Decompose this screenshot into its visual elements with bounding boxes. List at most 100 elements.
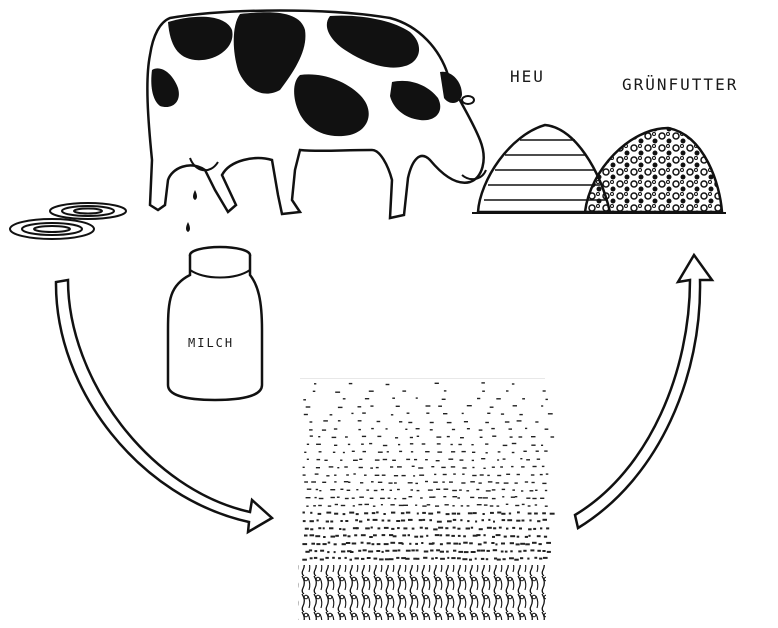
soil-dot bbox=[328, 542, 331, 544]
soil-dot bbox=[313, 391, 316, 392]
soil-dot bbox=[414, 459, 417, 460]
soil-dot bbox=[501, 551, 504, 553]
soil-dot bbox=[364, 512, 368, 514]
soil-dot bbox=[435, 534, 439, 536]
soil-dot bbox=[446, 534, 450, 536]
soil-dot bbox=[359, 459, 362, 460]
soil-dot bbox=[490, 407, 494, 408]
soil-dot bbox=[393, 550, 398, 552]
soil-dot bbox=[510, 535, 515, 537]
soil-dot bbox=[346, 542, 350, 544]
soil-dot bbox=[522, 520, 525, 522]
soil-dot bbox=[522, 504, 525, 505]
soil-dot bbox=[437, 451, 442, 452]
soil-dot bbox=[416, 549, 419, 551]
soil-dot bbox=[528, 528, 532, 530]
soil-dot bbox=[350, 559, 353, 561]
soil-dot bbox=[338, 407, 343, 408]
soil-dot bbox=[546, 399, 548, 400]
soil-dot bbox=[451, 535, 455, 537]
soil-dot bbox=[359, 497, 364, 498]
soil-dot bbox=[410, 437, 413, 438]
soil-dot bbox=[335, 392, 340, 393]
soil-dot bbox=[452, 429, 455, 430]
soil-dot bbox=[496, 534, 501, 536]
soil-dot bbox=[531, 436, 536, 437]
soil-dot bbox=[451, 444, 453, 445]
soil-dot bbox=[476, 534, 480, 536]
soil-dot bbox=[535, 490, 537, 491]
soil-dot bbox=[366, 489, 369, 490]
soil-dot bbox=[362, 412, 366, 413]
soil-dot bbox=[370, 467, 373, 468]
soil-dot bbox=[392, 460, 396, 461]
soil-dot bbox=[335, 535, 339, 537]
soil-dot bbox=[433, 482, 438, 483]
soil-dot bbox=[436, 549, 440, 551]
soil-dot bbox=[457, 513, 460, 515]
soil-dot bbox=[356, 489, 358, 490]
soil-dot bbox=[316, 444, 321, 445]
soil-dot bbox=[483, 497, 488, 498]
soil-dot bbox=[442, 399, 446, 400]
soil-dot bbox=[459, 543, 461, 545]
soil-dot bbox=[402, 390, 406, 391]
soil-dot bbox=[347, 490, 351, 491]
soil-dot bbox=[419, 519, 423, 521]
soil-dot bbox=[436, 436, 441, 437]
soil-dot bbox=[430, 429, 433, 430]
soil-dot bbox=[310, 528, 313, 530]
soil-dot bbox=[509, 428, 513, 429]
soil-dot bbox=[492, 467, 495, 468]
soil-dot bbox=[337, 497, 340, 498]
soil-dot bbox=[382, 534, 386, 536]
soil-dot bbox=[320, 550, 324, 552]
soil-dot bbox=[361, 444, 364, 445]
soil-dot bbox=[310, 512, 312, 514]
soil-dot bbox=[307, 444, 309, 445]
soil-dot bbox=[303, 474, 306, 475]
soil-dot bbox=[487, 413, 490, 414]
soil-dot bbox=[361, 542, 364, 544]
soil-dot bbox=[307, 459, 309, 460]
soil-dot bbox=[433, 528, 437, 530]
soil-dot bbox=[360, 482, 363, 483]
soil-dot bbox=[425, 459, 428, 460]
soil-dot bbox=[430, 422, 434, 423]
soil-dot bbox=[338, 557, 341, 559]
soil-dot bbox=[542, 550, 545, 552]
soil-dot bbox=[387, 451, 389, 452]
soil-dot bbox=[445, 504, 449, 505]
soil-dot bbox=[493, 521, 495, 523]
soil-dot bbox=[498, 451, 501, 452]
soil-dot bbox=[420, 497, 423, 498]
soil-dot bbox=[515, 505, 519, 506]
soil-dot bbox=[392, 398, 395, 399]
soil-dot bbox=[334, 475, 336, 476]
soil-dot bbox=[318, 505, 322, 506]
soil-dot bbox=[494, 558, 497, 560]
soil-dot bbox=[497, 475, 501, 476]
soil-dot bbox=[343, 452, 345, 453]
soil-dot bbox=[510, 436, 513, 437]
soil-dot bbox=[355, 557, 359, 559]
soil-dot bbox=[311, 543, 315, 545]
soil-dot bbox=[546, 542, 551, 544]
soil-dot bbox=[413, 558, 416, 560]
soil-dot bbox=[551, 436, 555, 437]
soil-dot bbox=[501, 513, 505, 515]
soil-dot bbox=[509, 513, 511, 515]
soil-dot bbox=[535, 504, 537, 505]
soil-dot bbox=[503, 445, 508, 446]
soil-dot bbox=[459, 489, 462, 490]
soil-dot bbox=[453, 527, 456, 529]
manure-piles bbox=[10, 203, 126, 239]
soil-dot bbox=[425, 527, 428, 529]
soil-dot bbox=[412, 466, 415, 467]
soil-dot bbox=[353, 460, 358, 461]
soil-dot bbox=[397, 489, 400, 490]
soil-dot bbox=[349, 512, 354, 514]
soil-dot bbox=[368, 551, 373, 553]
soil-dot bbox=[453, 473, 456, 474]
